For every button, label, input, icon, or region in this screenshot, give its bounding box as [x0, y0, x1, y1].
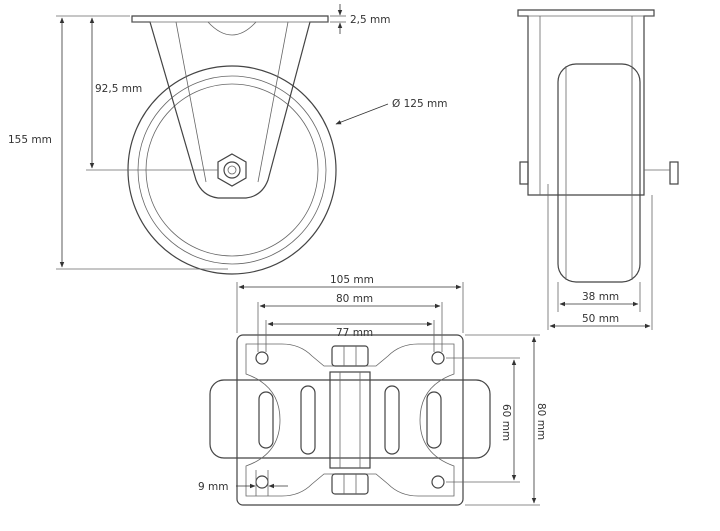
- slot-2: [300, 385, 316, 455]
- label-axle-height: 92,5 mm: [95, 83, 142, 95]
- label-plate-width: 80 mm: [535, 403, 547, 440]
- top-wheel: [209, 379, 491, 459]
- label-hole-spacing-inner: 77 mm: [336, 327, 373, 339]
- axle-center: [227, 165, 237, 175]
- side-axle-left: [519, 161, 529, 185]
- top-view: 105 mm 80 mm 77 mm 60 mm 80 mm 9 mm: [198, 274, 547, 506]
- label-total-height: 155 mm: [8, 134, 52, 146]
- label-wheel-diameter: Ø 125 mm: [392, 98, 447, 110]
- label-wheel-width: 38 mm: [582, 291, 619, 303]
- hole-top-right: [431, 351, 445, 365]
- mounting-plate: [236, 334, 464, 506]
- fork-bracket: [131, 15, 329, 199]
- label-overall-width: 50 mm: [582, 313, 619, 325]
- side-wheel: [557, 63, 641, 283]
- side-axle-right: [669, 161, 679, 185]
- fork-notch: [207, 21, 257, 36]
- fork-inner-lines: [175, 21, 289, 183]
- slot-1: [258, 391, 274, 449]
- label-hole-spacing-outer: 80 mm: [336, 293, 373, 305]
- label-hole-spacing-width: 60 mm: [500, 404, 512, 441]
- side-fork: [517, 9, 655, 196]
- fork-column: [329, 371, 371, 469]
- slot-4: [426, 391, 442, 449]
- plate-emboss: [245, 343, 455, 497]
- front-view: 155 mm 92,5 mm 2,5 mm Ø 125 mm: [8, 4, 447, 275]
- axle-bolt: [223, 161, 241, 179]
- label-plate-length: 105 mm: [330, 274, 374, 286]
- side-view: 38 mm 50 mm: [517, 9, 679, 330]
- hole-bottom-right: [431, 475, 445, 489]
- hole-top-left: [255, 351, 269, 365]
- nut-top: [331, 345, 369, 367]
- hole-bottom-left: [255, 475, 269, 489]
- axle-nut: [217, 153, 247, 187]
- slot-3: [384, 385, 400, 455]
- leader-diameter: [335, 103, 389, 125]
- label-hole-diameter: 9 mm: [198, 481, 228, 493]
- label-plate-thickness: 2,5 mm: [350, 14, 391, 26]
- nut-bottom: [331, 473, 369, 495]
